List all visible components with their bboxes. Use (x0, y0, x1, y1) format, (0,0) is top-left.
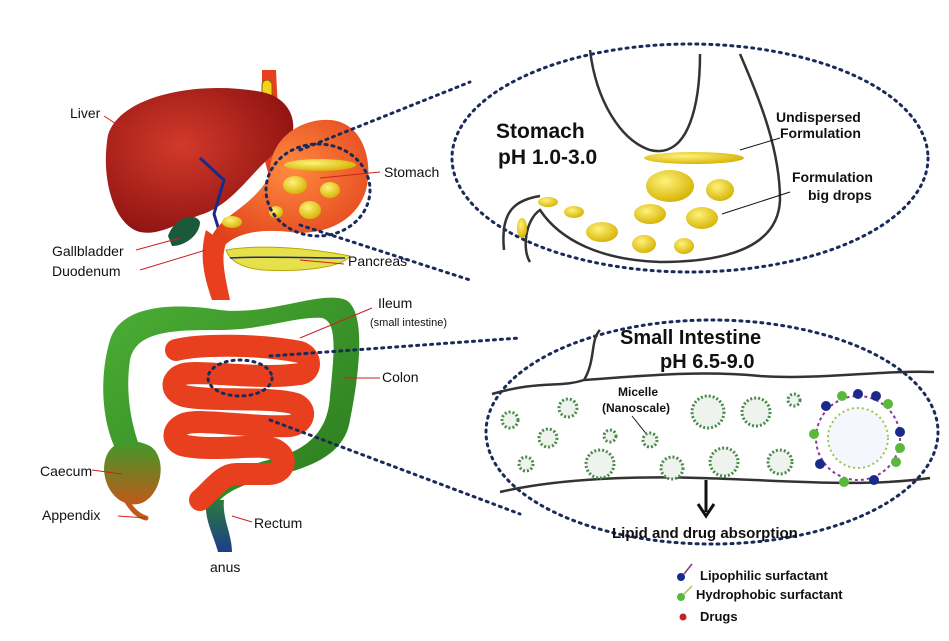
micelle (692, 396, 724, 428)
small-intestine (174, 346, 310, 500)
big-drop (634, 204, 666, 224)
micelle (539, 429, 557, 447)
anus-label: anus (210, 559, 240, 575)
bigdrops-label-1: Formulation (792, 169, 873, 185)
big-drop (646, 170, 694, 202)
micelle (742, 398, 770, 426)
micelle (604, 430, 616, 442)
big-drop (517, 218, 527, 238)
ileum-label: Ileum (378, 295, 412, 311)
legend-hydrophobic: Hydrophobic surfactant (696, 587, 843, 602)
big-drop (706, 179, 734, 201)
caecum-label: Caecum (40, 463, 92, 479)
undispersed-label-1: Undispersed (776, 109, 861, 125)
formulation-drop (320, 182, 340, 198)
pancreatic-duct (230, 257, 345, 258)
rectum (206, 500, 232, 552)
legend-lipophilic: Lipophilic surfactant (700, 568, 829, 583)
micelle (661, 457, 683, 479)
pancreas (226, 247, 350, 270)
absorption-label: Lipid and drug absorption (612, 525, 798, 542)
formulation-drop (283, 176, 307, 194)
micelle (768, 450, 792, 474)
stomach-label: Stomach (384, 164, 439, 180)
hydrophobic-surfactant-icon (684, 586, 692, 594)
big-drop (674, 238, 694, 254)
undispersed-label-2: Formulation (780, 125, 861, 141)
intestine-callout-title: Small Intestine (620, 327, 761, 349)
stomach-callout-title: Stomach (496, 120, 585, 143)
formulation-drop (222, 216, 242, 228)
legend: Lipophilic surfactant Hydrophobic surfac… (677, 564, 843, 624)
micelle (643, 433, 657, 447)
legend-drugs: Drugs (700, 609, 738, 624)
micelle-label-1: Micelle (618, 385, 658, 399)
colon-label: Colon (382, 369, 419, 385)
big-drop (586, 222, 618, 242)
undispersed-band (644, 152, 744, 164)
formulation-drop (299, 201, 321, 219)
big-drop (564, 206, 584, 218)
bigdrops-label-2: big drops (808, 187, 872, 203)
appendix-label: Appendix (42, 507, 100, 523)
intestine-callout-ph: pH 6.5-9.0 (660, 351, 754, 373)
drug-icon (680, 614, 687, 621)
liver-label: Liver (70, 105, 101, 121)
micelle (586, 450, 614, 478)
stomach-callout: Stomach pH 1.0-3.0 Undispersed Formulati… (452, 44, 928, 272)
micelle (502, 412, 518, 428)
big-drop (686, 207, 718, 229)
micelle-label-2: (Nanoscale) (602, 401, 670, 415)
ileum-sub-label: (small intestine) (370, 317, 447, 329)
intestine-callout: Small Intestine pH 6.5-9.0 Micelle (Nano… (486, 320, 938, 544)
formulation-band (284, 159, 356, 171)
micelle (559, 399, 577, 417)
big-drop (632, 235, 656, 253)
rectum-label: Rectum (254, 515, 302, 531)
lipophilic-surfactant-icon (684, 564, 692, 574)
gallbladder-label: Gallbladder (52, 243, 124, 259)
micelle (519, 457, 533, 471)
pancreas-label: Pancreas (348, 253, 407, 269)
stomach-callout-ph: pH 1.0-3.0 (498, 146, 597, 169)
micelle (710, 448, 738, 476)
duodenum-label: Duodenum (52, 263, 121, 279)
micelle (788, 394, 800, 406)
big-drop (538, 197, 558, 207)
